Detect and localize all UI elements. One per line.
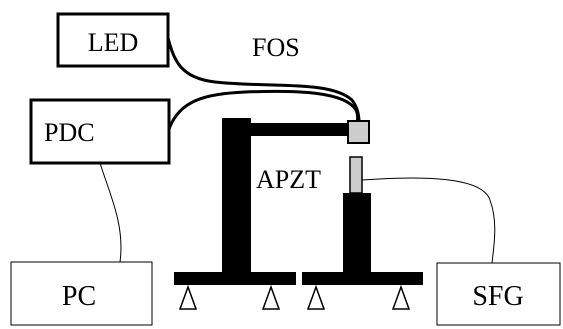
support-triangle xyxy=(261,284,281,310)
right-stand-base xyxy=(302,272,423,285)
fiber-optic-sensor-head xyxy=(347,120,370,144)
fos-label: FOS xyxy=(252,33,300,62)
piezo-actuator xyxy=(349,156,363,194)
led-box: LED xyxy=(56,12,170,68)
fiber-cable-pdc-to-sensor xyxy=(166,89,360,133)
sfg-label: SFG xyxy=(472,281,523,312)
sensor-arm xyxy=(222,123,350,136)
right-stand-column xyxy=(343,193,371,275)
pdc-box: PDC xyxy=(29,98,171,165)
left-stand-base xyxy=(174,272,296,285)
left-stand-column xyxy=(222,118,251,275)
support-triangle xyxy=(178,284,198,310)
sfg-box: SFG xyxy=(436,262,561,326)
wire-apzt-to-sfg xyxy=(361,177,496,264)
led-label: LED xyxy=(88,28,139,57)
wire-pdc-to-pc xyxy=(99,162,122,263)
support-triangle xyxy=(391,284,411,310)
pc-label: PC xyxy=(62,281,96,312)
pc-box: PC xyxy=(10,261,153,326)
support-triangle xyxy=(306,284,326,310)
pdc-label: PDC xyxy=(44,118,95,147)
apzt-label: APZT xyxy=(256,165,321,194)
